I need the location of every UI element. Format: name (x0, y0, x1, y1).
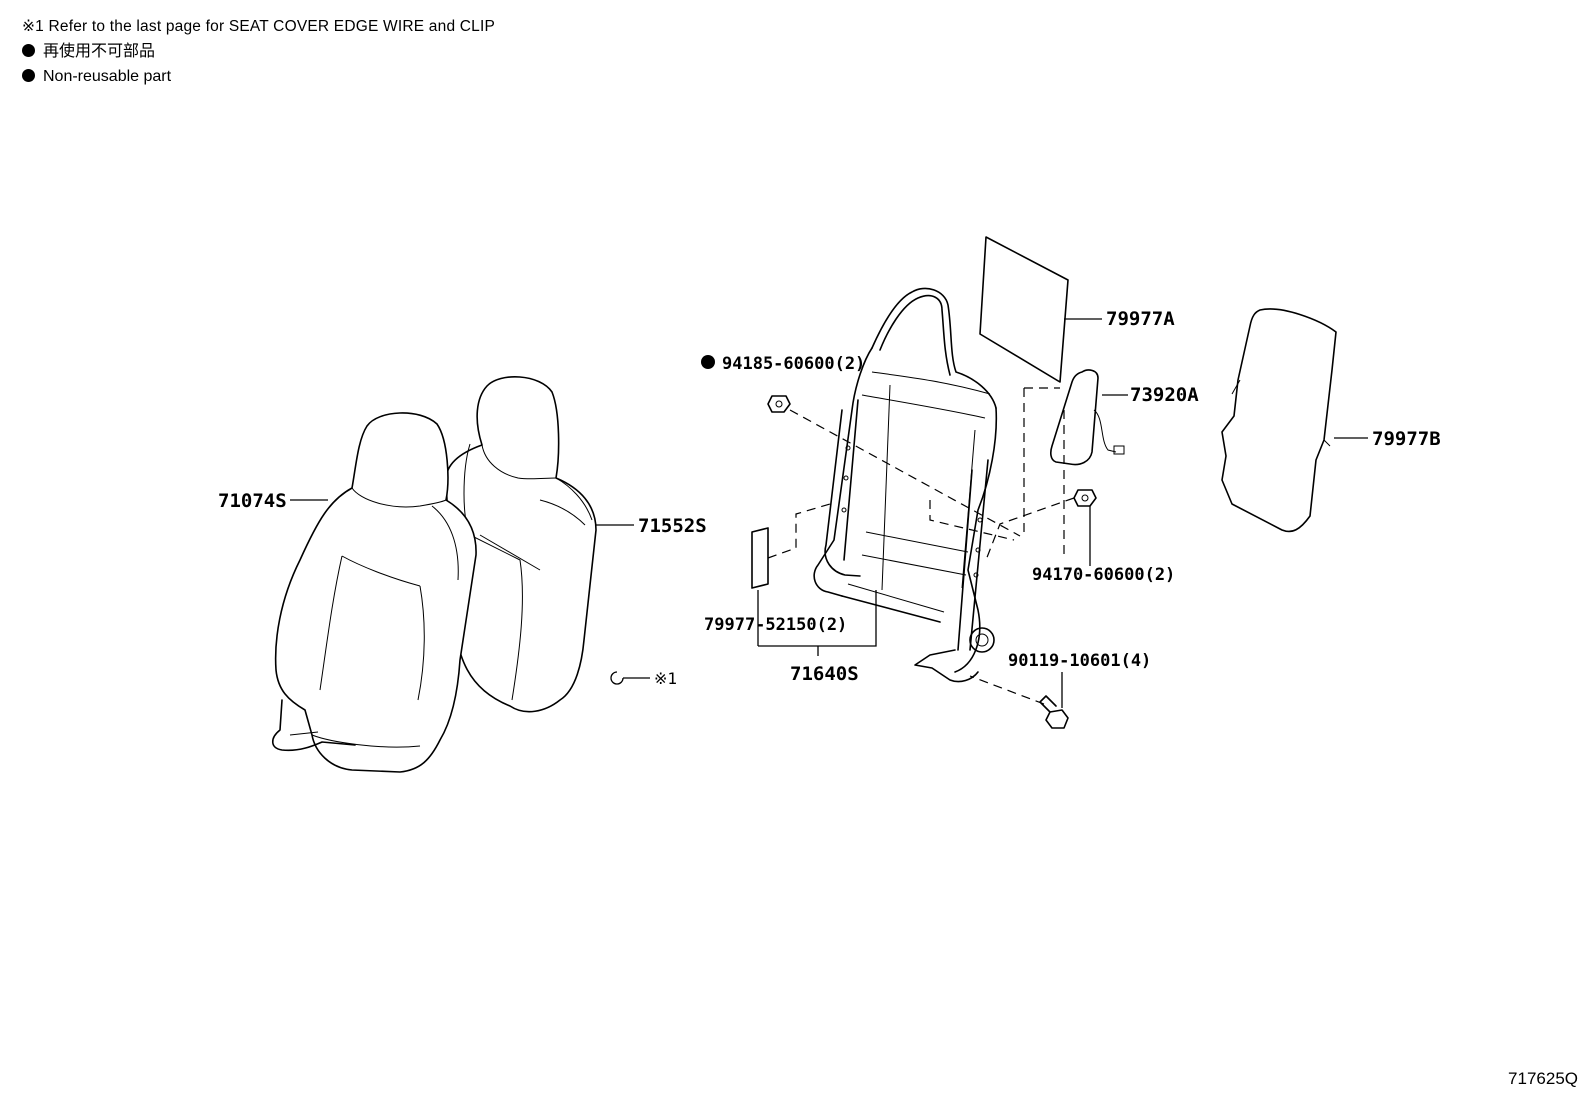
bullet-dot-icon (22, 69, 35, 82)
label-79977b: 79977B (1372, 428, 1441, 450)
bullet-dot-icon (22, 44, 35, 57)
label-71552s: 71552S (638, 515, 707, 537)
label-79977-52150: 79977-52150(2) (704, 615, 847, 635)
back-board-b-drawing (1221, 308, 1337, 533)
label-sheet-drawing (751, 527, 769, 589)
clip-ref-label: ※1 (654, 669, 677, 688)
nut-94185-drawing (767, 395, 791, 413)
dash-94185 (789, 409, 1021, 537)
label-79977a: 79977A (1106, 308, 1175, 330)
label-71074s: 71074S (218, 490, 287, 512)
seat-frame-drawing (813, 287, 998, 683)
dash-frame-inner (929, 500, 1015, 541)
back-board-a-drawing (979, 236, 1069, 383)
label-73920a: 73920A (1130, 384, 1199, 406)
dash-79977-52150 (767, 503, 831, 559)
label-94185: 94185-60600(2) (722, 354, 865, 374)
label-71640s: 71640S (790, 663, 859, 685)
side-airbag-drawing (1023, 369, 1125, 560)
clip-94170-drawing (1073, 489, 1097, 507)
non-reusable-dot-icon (701, 355, 715, 369)
seat-cover-drawing (271, 412, 477, 773)
non-reusable-note-jp: 再使用不可部品 (22, 39, 495, 64)
bracket-71640s (758, 590, 877, 647)
bolt-drawing (1039, 695, 1069, 729)
notes-block: ※1 Refer to the last page for SEAT COVER… (22, 14, 495, 89)
diagram-code: 717625Q (1508, 1069, 1578, 1088)
dash-bolt (969, 675, 1045, 705)
non-reusable-text-jp: 再使用不可部品 (43, 43, 156, 60)
dash-94170 (985, 497, 1075, 561)
seat-pad-drawing (445, 376, 597, 713)
label-94170: 94170-60600(2) (1032, 565, 1175, 585)
clip-reference-symbol (610, 671, 650, 685)
non-reusable-note-en: Non-reusable part (22, 64, 495, 89)
reference-note: ※1 Refer to the last page for SEAT COVER… (22, 18, 496, 35)
non-reusable-text-en: Non-reusable part (43, 68, 172, 85)
label-90119: 90119-10601(4) (1008, 651, 1151, 671)
